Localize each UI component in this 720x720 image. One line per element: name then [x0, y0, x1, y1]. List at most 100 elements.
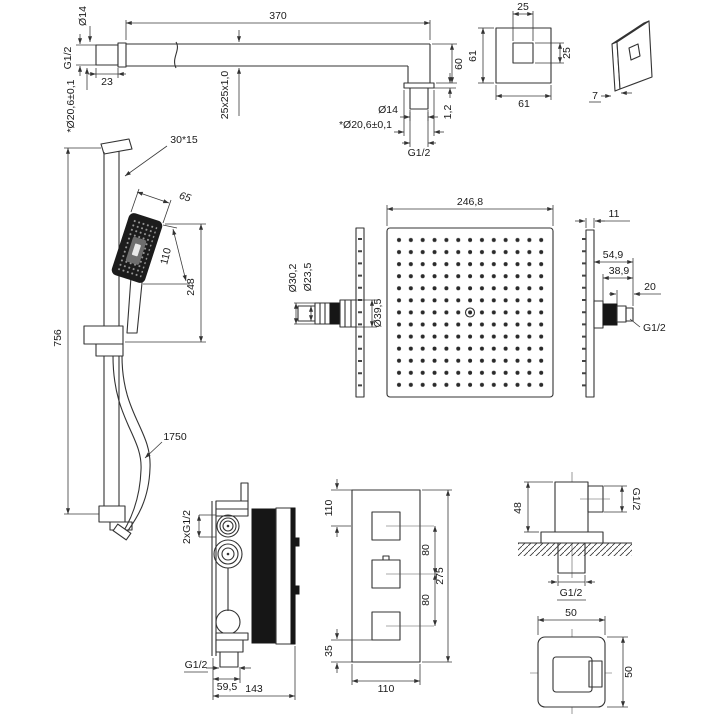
- arm-collar: [117, 42, 127, 68]
- head-collar: [314, 302, 331, 325]
- head-pipe-thread: [297, 305, 316, 322]
- dim-handshower-total: 248: [185, 278, 197, 296]
- mixer-bottom-bracket: [215, 632, 249, 641]
- mixer-clip-top: [294, 537, 300, 547]
- elbow-dimensions: 48 G1/2 G1/2: [512, 481, 642, 601]
- hose-outer: [121, 355, 151, 533]
- dim-head-length: 110: [158, 247, 174, 266]
- view-mixer-front: 110 80 80 275 35 110: [323, 479, 452, 695]
- view-head-front: 246,8 Ø30,2 Ø23,5 Ø39,5: [287, 196, 554, 398]
- arm-wall-thread: [95, 44, 119, 66]
- view-shower-arm: 370 Ø14 G1/2 *Ø20,6±0,1 23 25x25x1,0 60: [62, 6, 465, 159]
- rail-slider-clamp: [95, 343, 124, 357]
- elbow-flange: [540, 531, 604, 544]
- hand-shower: [83, 213, 163, 541]
- dim-head-side-thread: G1/2: [643, 322, 666, 334]
- view-elbow-side: 48 G1/2 G1/2: [512, 472, 642, 601]
- mixer-handle-mid-tab: [382, 555, 390, 561]
- head-side-nut: [616, 305, 627, 323]
- elbow-body: [554, 481, 589, 533]
- view-escutcheon-perspective: 7: [589, 20, 653, 103]
- dim-collar-dia: Ø30,2: [287, 264, 299, 293]
- head-center-nozzle-ring: [464, 307, 476, 318]
- head-nozzle-grid: [393, 234, 547, 391]
- handshower-button: [131, 243, 141, 257]
- arm-break-line: [174, 41, 178, 69]
- elbow-top-dimensions: 50 50: [537, 607, 635, 708]
- rail-dimensions: 756 30*15 65 110 248 1750: [52, 134, 206, 515]
- dim-mixer-outlet-thread: G1/2: [185, 659, 208, 671]
- dim-mixer-outlet-offset: 59,5: [217, 681, 238, 693]
- dim-head-width: 246,8: [457, 196, 483, 208]
- mixer-front-dimensions: 110 80 80 275 35 110: [323, 479, 452, 695]
- dim-mixer-depth: 143: [245, 683, 263, 695]
- mixer-rough-in-box: [251, 508, 277, 644]
- dim-arm-out-thread: G1/2: [408, 147, 431, 159]
- rail-top-cap: [100, 138, 133, 155]
- shower-arm-body: [95, 41, 435, 110]
- dim-rail-height: 756: [52, 329, 64, 347]
- dim-arm-pin-dia: Ø14: [77, 6, 89, 26]
- mixer-top-tab: [240, 482, 249, 502]
- elbow-top-port: [588, 660, 603, 688]
- view-escutcheon-front: 25 25 61 61: [467, 1, 573, 110]
- escutcheon-dimensions: 25 25 61 61: [467, 1, 573, 110]
- dim-elbow-side-thread: G1/2: [630, 488, 642, 511]
- mixer-outlet-port: [215, 609, 241, 635]
- dim-escutcheon-thickness: 7: [592, 90, 598, 102]
- head-side-thread: [625, 307, 634, 322]
- elbow-top-body: [552, 656, 593, 693]
- rail-bottom-cap: [98, 505, 126, 523]
- dim-arm-hub: 23: [101, 76, 113, 88]
- dim-escutcheon-hole-h: 25: [561, 47, 573, 59]
- mixer-inlet-top: [216, 514, 240, 538]
- mixer-side-dimensions: 2xG1/2 G1/2 59,5 143: [181, 510, 296, 700]
- arm-outlet-flange: [403, 82, 435, 89]
- head-side-connector: [593, 300, 634, 329]
- dim-arm-drop: 60: [453, 58, 465, 70]
- dim-mixer-inlets: 2xG1/2: [181, 510, 193, 544]
- head-nut: [339, 299, 357, 328]
- elbow-bottom-thread: [557, 542, 586, 574]
- head-connector: [297, 299, 357, 328]
- dim-elbow-top-height: 50: [623, 666, 635, 678]
- dim-elbow-height: 48: [512, 502, 524, 514]
- dim-arm-out-dia: Ø14: [378, 104, 398, 116]
- head-side-flange: [593, 300, 604, 329]
- escutcheon-hole: [512, 42, 534, 64]
- head-side-rings: [602, 303, 618, 326]
- dim-escutcheon-height: 61: [467, 50, 479, 62]
- dim-elbow-top-width: 50: [565, 607, 577, 619]
- dim-mixer-spacing1: 80: [420, 544, 432, 556]
- dim-elbow-bottom-thread: G1/2: [560, 587, 583, 599]
- dim-escutcheon-width: 61: [518, 98, 530, 110]
- dim-mixer-height: 275: [434, 567, 446, 585]
- view-elbow-top: 50 50: [530, 607, 635, 714]
- escutcheon-3d-hole: [628, 43, 641, 61]
- rail-slider: [83, 325, 124, 345]
- hose-inner: [112, 355, 142, 536]
- dim-arm-profile: 25x25x1,0: [219, 71, 231, 120]
- escutcheon-3d-dimension: 7: [589, 90, 632, 103]
- dim-arm-bore: *Ø20,6±0,1: [65, 79, 77, 132]
- head-front-dimensions: 246,8 Ø30,2 Ø23,5 Ø39,5: [287, 196, 554, 328]
- arm-outlet-thread: [409, 87, 429, 110]
- dim-thread-length: 20: [644, 281, 656, 293]
- wall-hatching: [518, 543, 632, 556]
- dim-pipe-dia: Ø23,5: [302, 263, 314, 292]
- head-rubber-rings: [329, 302, 341, 325]
- dim-arm-length: 370: [269, 10, 287, 22]
- dim-nut-dia: Ø39,5: [372, 299, 384, 328]
- dim-depth2: 38,9: [609, 265, 630, 277]
- dim-mixer-bottom-offset: 35: [323, 645, 335, 657]
- mixer-side-body: [211, 482, 300, 668]
- head-side-plate: [585, 229, 595, 398]
- dim-head-width: 65: [178, 190, 193, 205]
- escutcheon-plate: [495, 27, 552, 84]
- view-head-side: 11 54,9 38,9 20 G1/2: [575, 208, 666, 398]
- dim-depth-total: 54,9: [603, 249, 624, 261]
- hose-end-fitting: [112, 523, 132, 541]
- dim-arm-thread: G1/2: [62, 46, 74, 69]
